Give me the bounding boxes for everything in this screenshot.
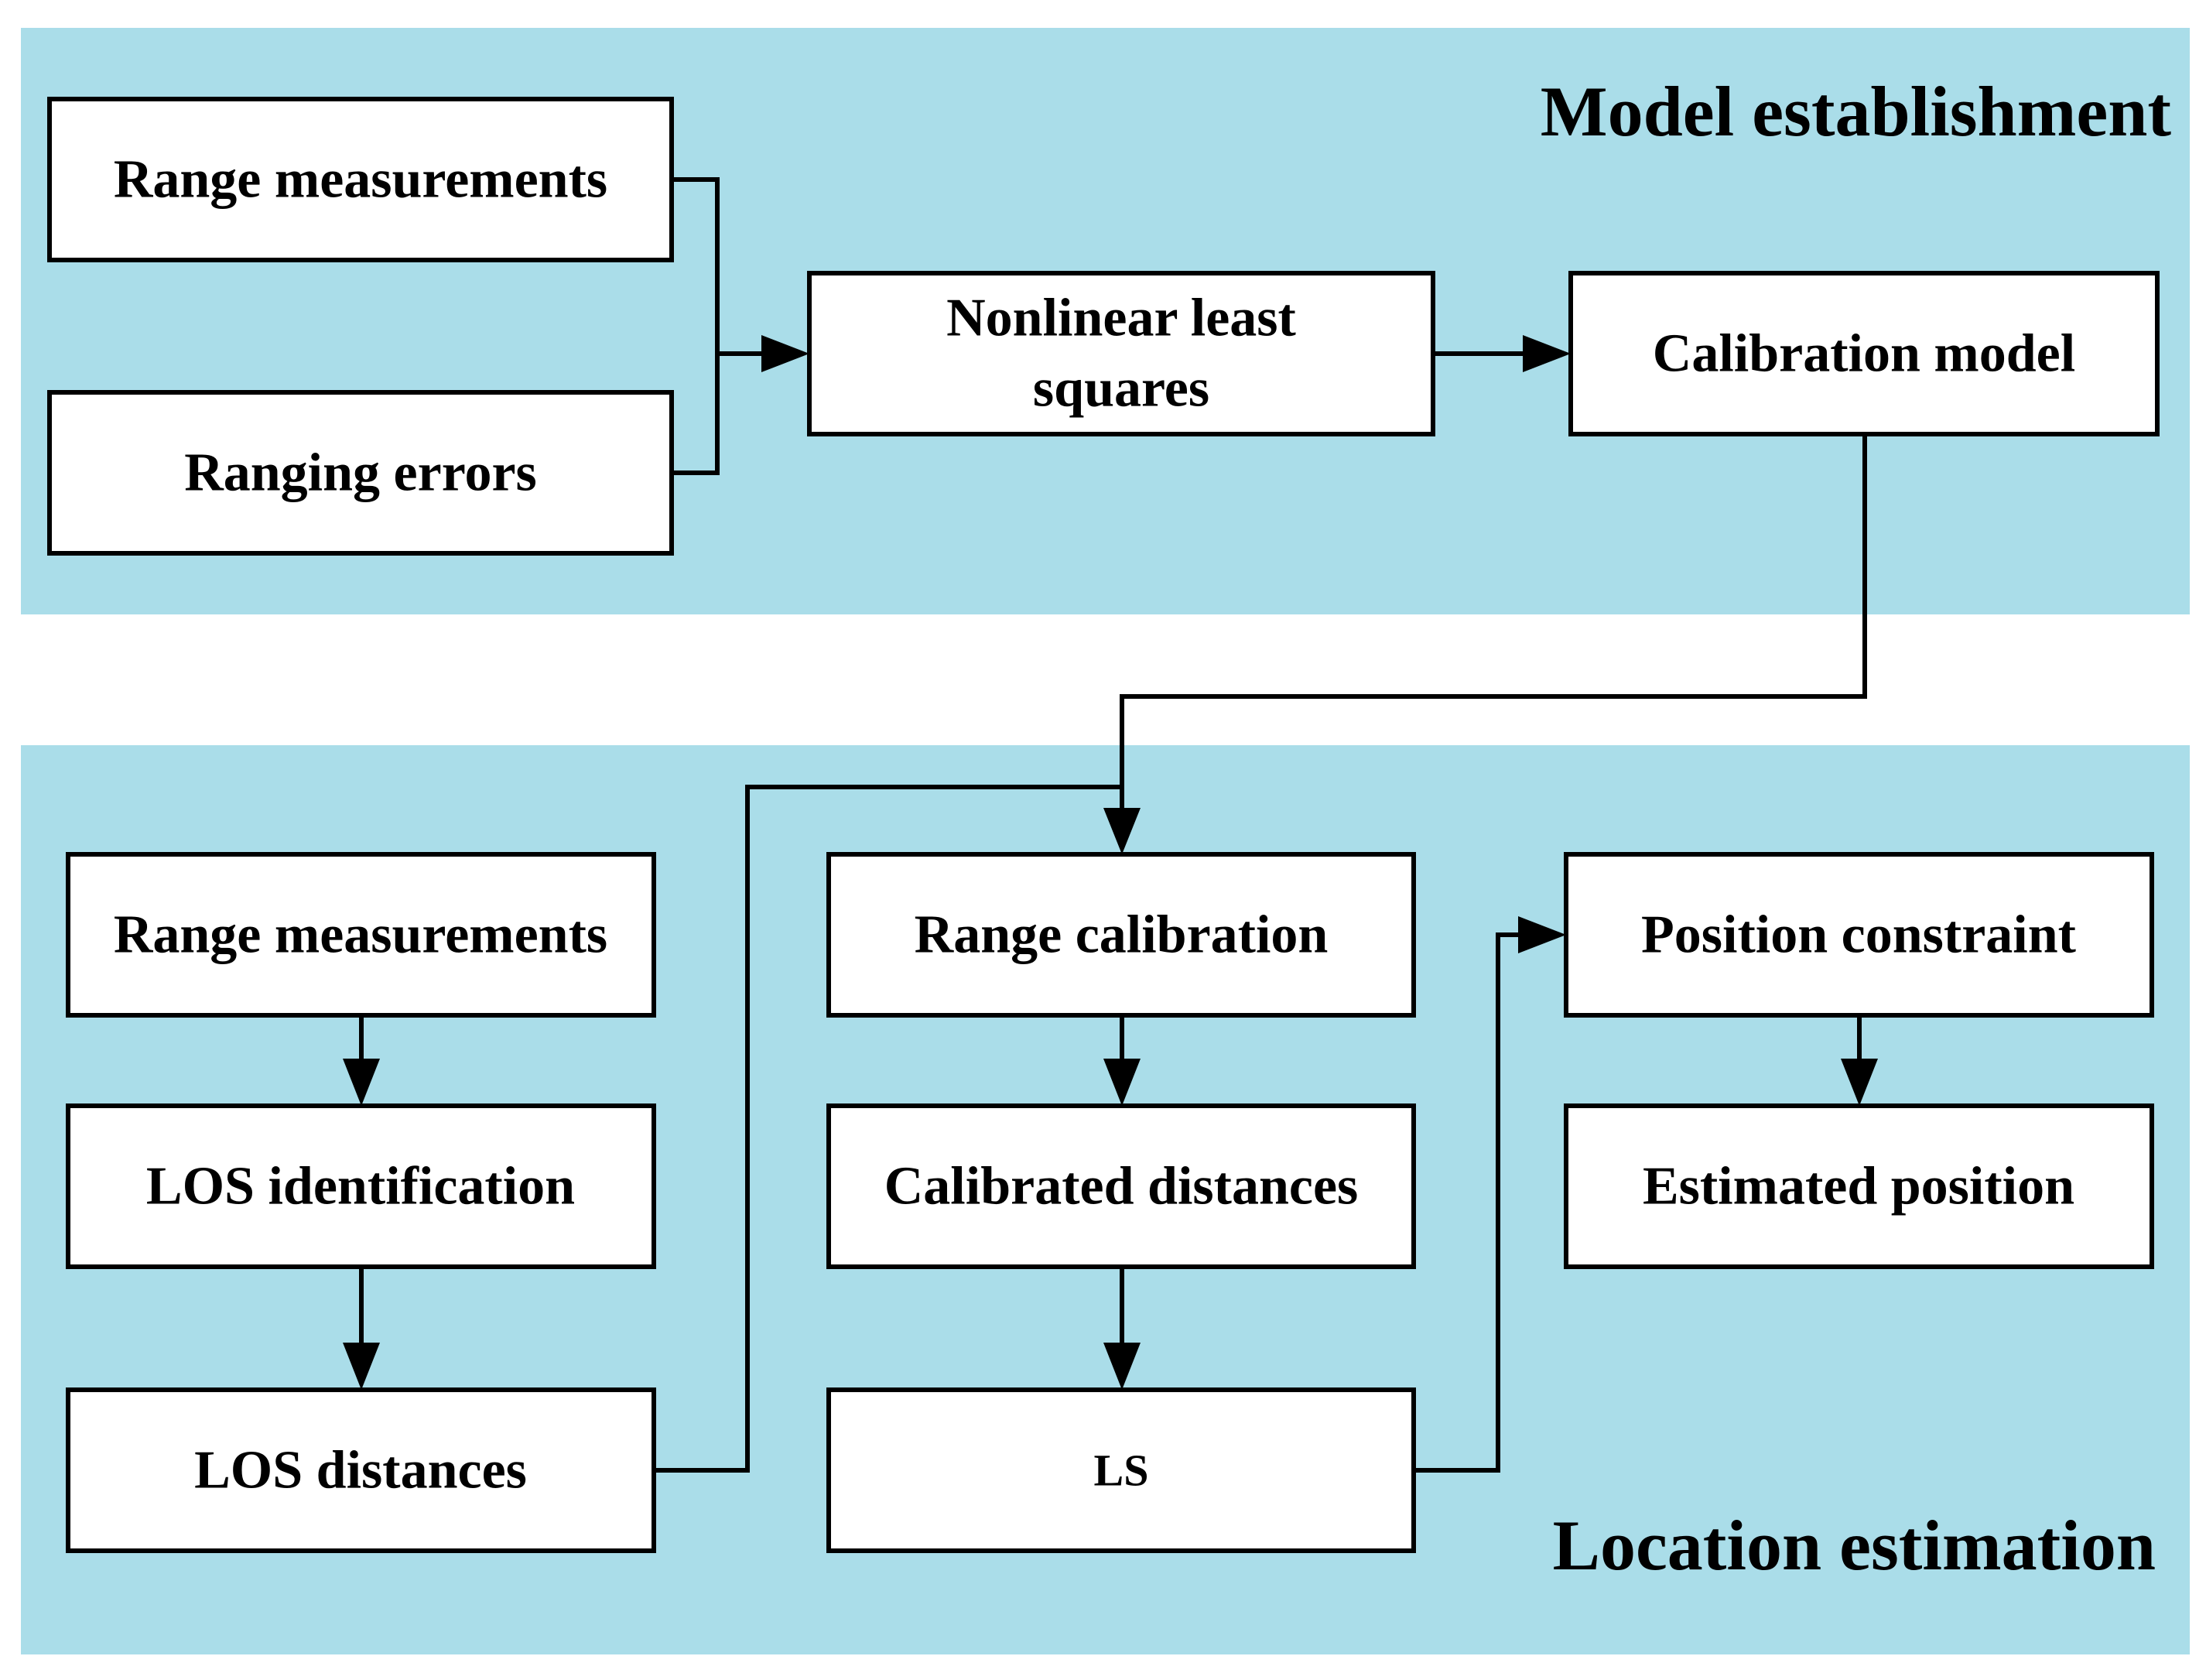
node-label: Calibrated distances <box>884 1157 1359 1216</box>
node-label: Ranging errors <box>184 443 537 503</box>
node-label: Range measurements <box>114 150 607 210</box>
arrowhead-to-los-distances <box>343 1343 380 1390</box>
node-label: Position constraint <box>1641 905 2076 965</box>
node-estimated-position: Estimated position <box>1564 1103 2154 1269</box>
node-range-measurements-top: Range measurements <box>47 97 674 262</box>
edge-los-distances-to-range-calibration <box>654 785 1122 1473</box>
edge-calibration-model-to-range-calibration <box>1120 434 1867 813</box>
node-label: Range measurements <box>114 905 607 965</box>
section-title-model-establishment: Model establishment <box>1541 72 2172 151</box>
node-ranging-errors: Ranging errors <box>47 390 674 556</box>
edge-ls-to-position-constraint <box>1414 932 1520 1473</box>
node-los-distances: LOS distances <box>66 1387 656 1553</box>
node-label-line1: Nonlinear least <box>946 289 1296 348</box>
arrowhead-to-ls <box>1103 1343 1141 1390</box>
node-nonlinear-least-squares: Nonlinear least squares <box>807 271 1435 436</box>
arrowhead-to-nls <box>761 335 809 372</box>
arrowhead-to-los-identification <box>343 1059 380 1106</box>
edge-range-measurements-to-merge <box>672 177 720 354</box>
node-label-line2: squares <box>1033 359 1209 419</box>
node-calibrated-distances: Calibrated distances <box>826 1103 1416 1269</box>
node-label: Calibration model <box>1653 324 2075 384</box>
node-calibration-model: Calibration model <box>1568 271 2160 436</box>
node-label: LOS distances <box>194 1441 527 1500</box>
node-range-calibration: Range calibration <box>826 852 1416 1018</box>
node-position-constraint: Position constraint <box>1564 852 2154 1018</box>
node-range-measurements-bottom: Range measurements <box>66 852 656 1018</box>
node-label: Range calibration <box>915 905 1329 965</box>
section-title-location-estimation: Location estimation <box>1553 1506 2156 1585</box>
node-los-identification: LOS identification <box>66 1103 656 1269</box>
arrowhead-to-calibration-model <box>1523 335 1571 372</box>
arrowhead-to-estimated-position <box>1841 1059 1878 1106</box>
node-label: LOS identification <box>146 1157 575 1216</box>
node-label: LS <box>1094 1446 1149 1496</box>
arrowhead-to-calibrated-distances <box>1103 1059 1141 1106</box>
node-ls: LS <box>826 1387 1416 1553</box>
arrowhead-to-range-calibration <box>1103 808 1141 854</box>
edge-ranging-errors-to-merge <box>672 354 720 475</box>
arrowhead-to-position-constraint <box>1518 916 1566 953</box>
node-label: Estimated position <box>1643 1157 2074 1216</box>
